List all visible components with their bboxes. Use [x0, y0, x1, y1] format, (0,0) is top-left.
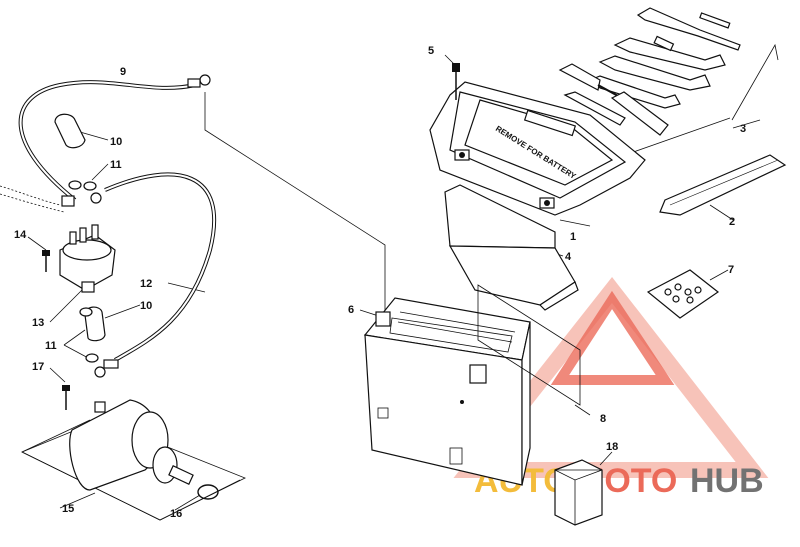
- battery-flap: [477, 284, 581, 406]
- cable-12: [90, 172, 217, 378]
- battery: [363, 297, 531, 486]
- strap: [659, 154, 787, 216]
- callout-12: 12: [140, 278, 152, 290]
- callout-labels: 1 2 3 4 5 6 7 8 9 10 11 12 13 14 15 16 1…: [14, 45, 746, 520]
- callout-2: 2: [729, 216, 735, 228]
- boots-and-nuts: [54, 113, 106, 363]
- callout-6: 6: [348, 304, 354, 316]
- tool-kit: [558, 7, 741, 136]
- battery-tray: REMOVE FOR BATTERY: [429, 81, 646, 216]
- callout-1: 1: [570, 231, 576, 243]
- screw-5: [452, 63, 460, 100]
- callout-14: 14: [14, 229, 27, 241]
- callout-16: 16: [170, 508, 182, 520]
- callout-13: 13: [32, 317, 44, 329]
- watermark-text-hub: HUB: [690, 462, 764, 500]
- cable-9: [18, 74, 211, 207]
- callout-11-lower: 11: [45, 340, 57, 352]
- callout-7: 7: [728, 264, 734, 276]
- callout-4: 4: [565, 251, 572, 263]
- plate-4: [444, 184, 579, 311]
- callout-3: 3: [740, 123, 746, 135]
- callout-10-lower: 10: [140, 300, 152, 312]
- callout-17: 17: [32, 361, 44, 373]
- callout-18: 18: [606, 441, 618, 453]
- callout-8: 8: [600, 413, 606, 425]
- callout-11-top: 11: [110, 159, 122, 171]
- solenoid: [42, 224, 116, 293]
- fuse-kit: [646, 269, 720, 319]
- o-ring: [197, 484, 219, 500]
- starter-motor: [21, 385, 246, 521]
- callout-10-top: 10: [110, 136, 122, 148]
- callout-15: 15: [62, 503, 74, 515]
- item-18: [554, 459, 603, 526]
- watermark-inner-peak: [550, 290, 675, 385]
- callout-5: 5: [428, 45, 434, 57]
- callout-9: 9: [120, 66, 126, 78]
